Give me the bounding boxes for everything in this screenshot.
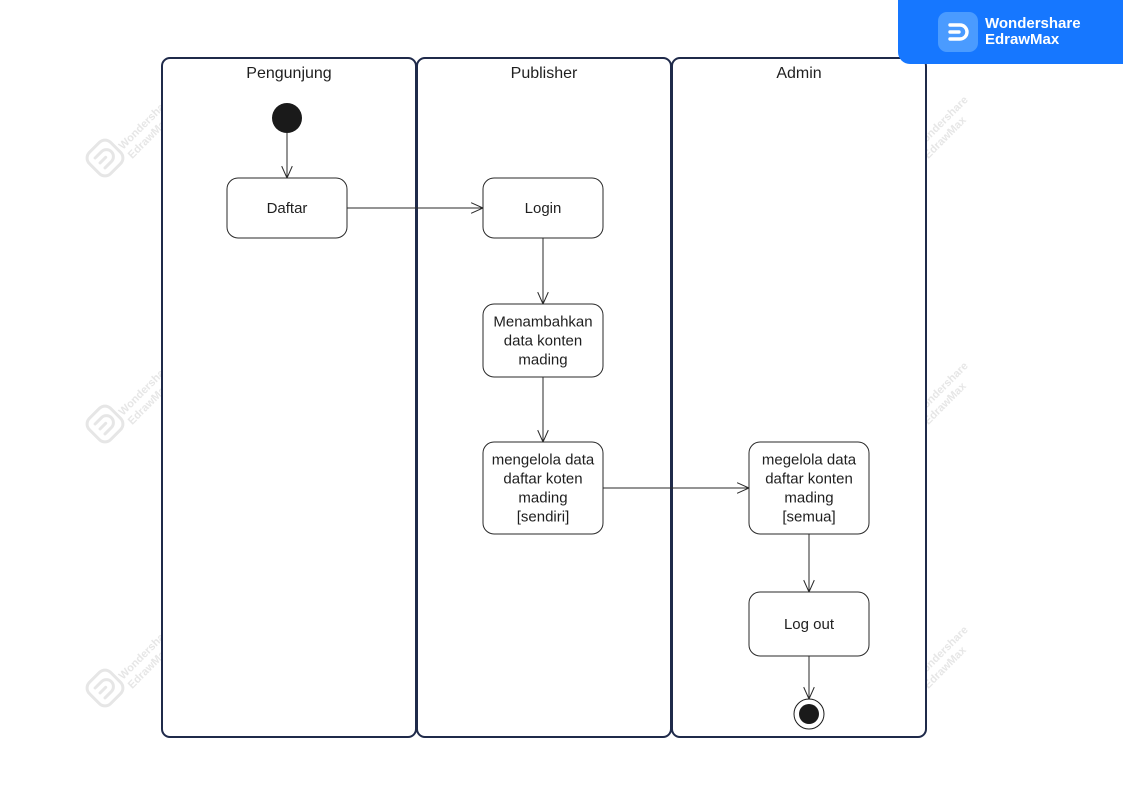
lane-publisher: Publisher	[416, 57, 672, 738]
node-label: Daftar	[267, 200, 308, 217]
node-daftar: Daftar	[226, 177, 348, 239]
watermark-logo-icon	[85, 668, 125, 708]
edrawmax-logo-icon	[938, 12, 978, 52]
lane-title-admin: Admin	[776, 65, 821, 82]
swimlanes: Pengunjung Publisher Admin	[161, 57, 927, 738]
node-label: Log out	[784, 616, 835, 633]
initial-node-icon	[272, 103, 302, 133]
lane-pengunjung: Pengunjung	[161, 57, 417, 738]
lane-admin: Admin	[671, 57, 927, 738]
node-end	[793, 698, 825, 730]
brand-name: Wondershare EdrawMax	[985, 16, 1081, 48]
lane-title-publisher: Publisher	[511, 65, 578, 82]
node-logout: Log out	[748, 591, 870, 657]
watermark-logo-icon	[85, 404, 125, 444]
watermark-logo-icon	[85, 138, 125, 178]
node-login: Login	[482, 177, 604, 239]
node-start	[272, 103, 302, 133]
node-label: Login	[525, 200, 562, 217]
brand-line-1: Wondershare	[985, 15, 1081, 32]
brand-line-2: EdrawMax	[985, 31, 1060, 48]
brand-banner: Wondershare EdrawMax	[898, 0, 1123, 64]
lane-title-pengunjung: Pengunjung	[246, 65, 331, 82]
